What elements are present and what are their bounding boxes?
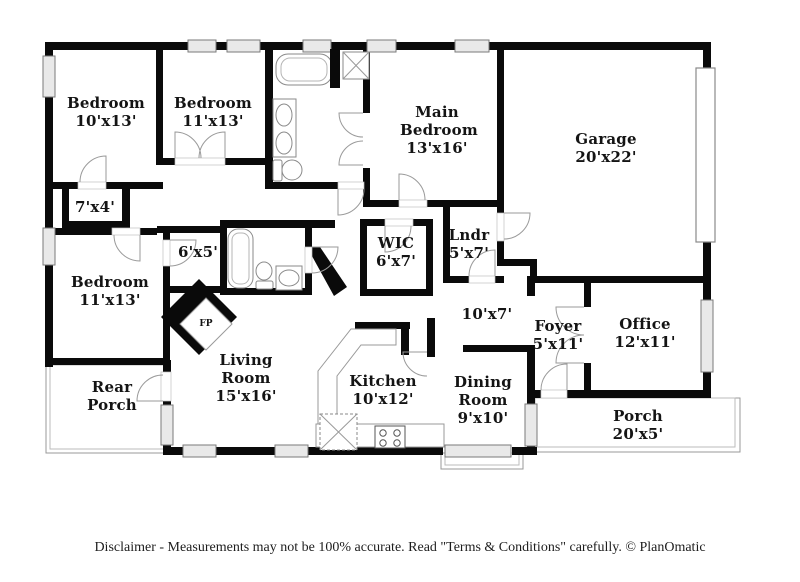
window-top-2 xyxy=(226,39,261,53)
door-main-bedroom-bath xyxy=(338,112,364,138)
door-swings xyxy=(79,112,585,402)
door-laundry xyxy=(468,249,496,277)
sink-2-bowl xyxy=(278,269,300,287)
door-bedroom-3 xyxy=(113,234,141,262)
window-bottom-2 xyxy=(274,444,309,458)
door-laundry-garage xyxy=(503,212,531,240)
door-front-entry xyxy=(540,363,568,391)
window-bottom-1 xyxy=(182,444,217,458)
sink-1b xyxy=(275,131,293,155)
room-label-laundry: Lndr 5'x7' xyxy=(448,226,490,262)
toilet-2-bowl xyxy=(255,261,273,281)
window-top-5 xyxy=(454,39,490,53)
window-left-1 xyxy=(42,55,56,98)
room-label-closet-7x4: 7'x4' xyxy=(74,198,116,216)
garage-door xyxy=(695,67,716,243)
door-rear-porch xyxy=(136,374,164,402)
window-bay xyxy=(444,444,512,458)
room-label-closet-6x5: 6'x5' xyxy=(177,243,219,261)
door-bedroom-2-right xyxy=(198,131,226,159)
door-bathroom-2 xyxy=(311,246,339,274)
door-bedroom-1 xyxy=(79,155,107,183)
door-kitchen xyxy=(402,351,428,377)
disclaimer-text: Disclaimer - Measurements may not be 100… xyxy=(94,540,706,555)
bathroom-2-fixtures xyxy=(227,228,303,291)
door-bedroom-2-left xyxy=(174,131,202,159)
window-top-1 xyxy=(187,39,217,53)
toilet-1-bowl xyxy=(281,159,303,181)
bathroom-1-fixtures xyxy=(272,49,370,182)
toilet-1-tank xyxy=(272,159,283,182)
room-label-bedroom-1: Bedroom 10'x13' xyxy=(67,94,145,130)
window-top-3 xyxy=(302,39,332,53)
room-label-living-room: Living Room 15'x16' xyxy=(215,351,277,405)
fireplace xyxy=(161,279,237,355)
room-label-garage: Garage 20'x22' xyxy=(575,130,637,166)
door-wic xyxy=(384,225,412,253)
window-dining xyxy=(524,403,538,447)
door-main-bedroom-south xyxy=(398,173,426,201)
room-label-rear-porch: Rear Porch xyxy=(87,378,137,414)
fireplace-label: FP xyxy=(199,319,213,329)
room-label-dining-room: Dining Room 9'x10' xyxy=(454,373,512,427)
toilet-2-tank xyxy=(255,280,274,290)
room-label-office: Office 12'x11' xyxy=(614,315,676,351)
room-label-main-bedroom: Main Bedroom 13'x16' xyxy=(400,103,478,157)
room-label-wic: WIC 6'x7' xyxy=(375,234,417,270)
kitchen-fixtures xyxy=(315,328,445,451)
window-rear-porch xyxy=(160,404,174,446)
kitchen-counter-angled xyxy=(317,328,397,425)
room-label-bedroom-2: Bedroom 11'x13' xyxy=(174,94,252,130)
tub-divider-wall xyxy=(330,49,340,88)
door-main-bedroom-entry xyxy=(338,140,364,166)
door-office-french-bottom xyxy=(555,334,585,364)
windows xyxy=(42,39,714,458)
room-label-foyer: Foyer 5'x11' xyxy=(532,317,584,353)
room-label-hall: 10'x7' xyxy=(461,305,513,323)
door-gaps xyxy=(77,157,568,402)
room-label-porch: Porch 20'x5' xyxy=(612,407,664,443)
window-office xyxy=(700,299,714,373)
door-office-french-top xyxy=(555,306,585,336)
door-bathroom-1 xyxy=(337,188,365,216)
stove xyxy=(374,425,406,449)
window-left-2 xyxy=(42,227,56,266)
room-label-bedroom-3: Bedroom 11'x13' xyxy=(71,273,149,309)
window-top-4 xyxy=(366,39,397,53)
door-closet-6x5 xyxy=(169,239,197,267)
sink-1a xyxy=(275,103,293,127)
room-label-kitchen: Kitchen 10'x12' xyxy=(349,372,417,408)
